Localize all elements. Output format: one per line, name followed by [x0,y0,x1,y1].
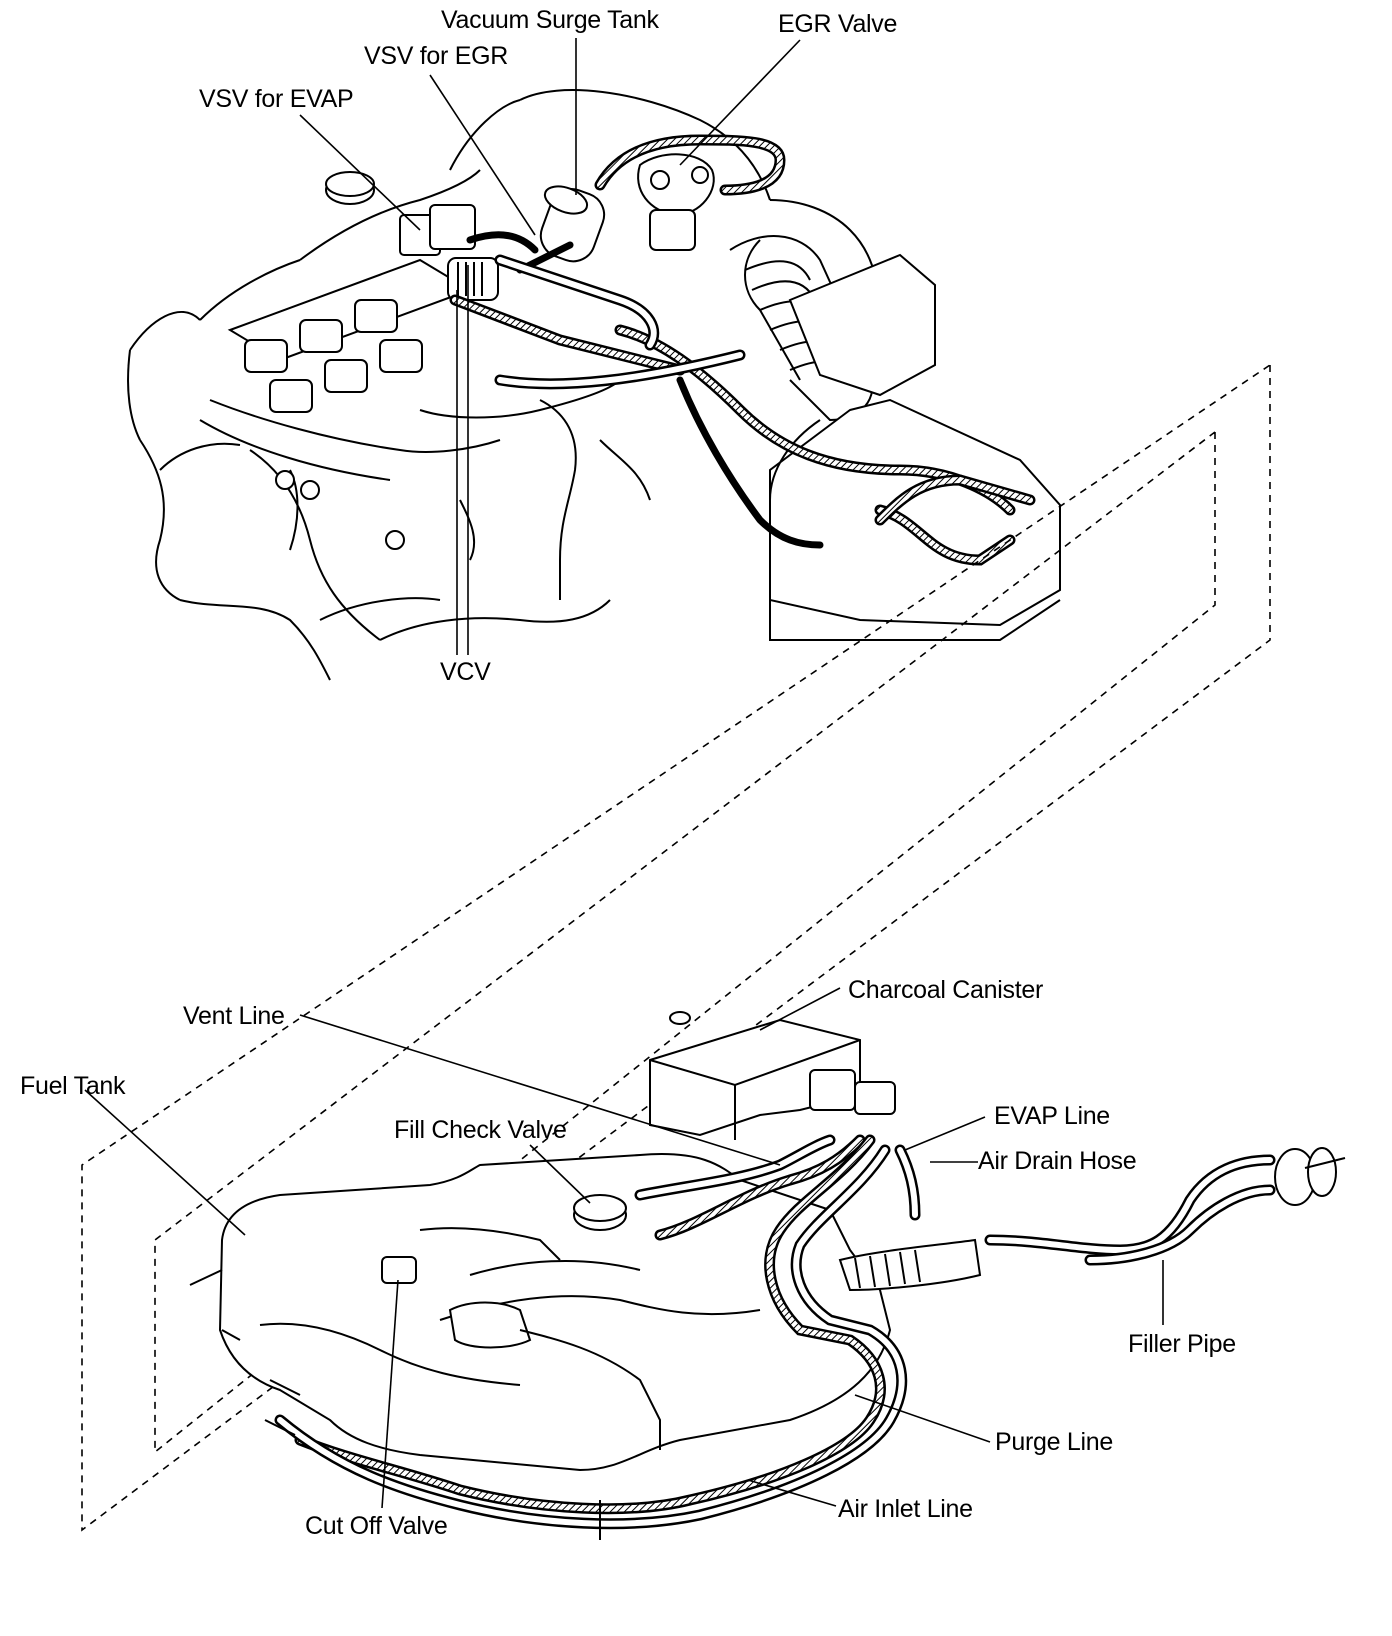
label-evap-line: EVAP Line [994,1102,1110,1130]
label-air-drain-hose: Air Drain Hose [978,1147,1137,1175]
label-vcv: VCV [440,658,491,686]
label-purge-line: Purge Line [995,1428,1113,1456]
label-vsv-for-evap: VSV for EVAP [199,85,354,113]
label-air-inlet-line: Air Inlet Line [838,1495,973,1523]
label-fuel-tank: Fuel Tank [20,1072,126,1100]
label-vent-line: Vent Line [183,1002,285,1030]
label-vsv-for-egr: VSV for EGR [364,42,508,70]
label-cut-off-valve: Cut Off Valve [305,1512,448,1540]
label-vacuum-surge-tank: Vacuum Surge Tank [441,6,659,34]
label-charcoal-canister: Charcoal Canister [848,976,1043,1004]
fuel-tank-drawing [189,1011,1346,1540]
engine-drawing [127,89,1061,681]
label-fill-check-valve: Fill Check Valve [394,1116,567,1144]
label-filler-pipe: Filler Pipe [1128,1330,1236,1358]
dashed-relation-lines [81,364,1271,1532]
label-egr-valve: EGR Valve [778,10,898,38]
leader-lines [84,38,1164,1509]
